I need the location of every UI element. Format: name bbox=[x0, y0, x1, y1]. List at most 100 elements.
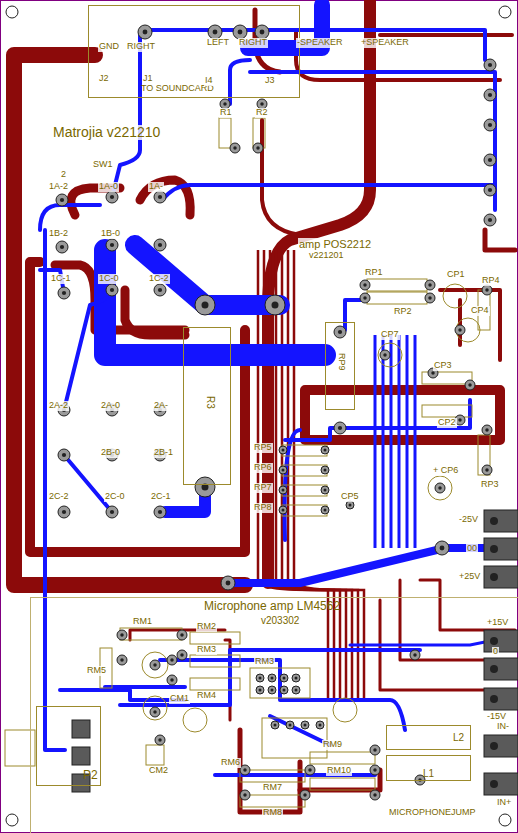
pad bbox=[360, 280, 370, 290]
pin-name: GND bbox=[98, 42, 120, 52]
pad bbox=[465, 380, 475, 390]
pad bbox=[240, 790, 250, 800]
pad bbox=[154, 404, 166, 416]
part-name: 1A- bbox=[148, 182, 164, 192]
pad bbox=[195, 295, 215, 315]
pad bbox=[154, 449, 166, 461]
pad bbox=[321, 506, 329, 514]
pad bbox=[346, 501, 354, 509]
top-traces bbox=[40, 5, 515, 775]
pad bbox=[428, 368, 438, 378]
pad bbox=[167, 675, 177, 685]
part-name: CP5 bbox=[340, 492, 360, 502]
pad bbox=[455, 325, 465, 335]
part-name: -25V bbox=[458, 515, 479, 525]
part-name: +25V bbox=[458, 572, 481, 582]
pad bbox=[279, 466, 287, 474]
pad bbox=[482, 465, 492, 475]
pad bbox=[255, 25, 269, 39]
pad bbox=[360, 293, 370, 303]
pad bbox=[220, 99, 230, 109]
part-name: 2B-0 bbox=[100, 448, 121, 458]
part-name: +15V bbox=[486, 618, 509, 628]
part-name: RM5 bbox=[86, 666, 107, 676]
part-name: SW1 bbox=[92, 160, 114, 170]
part-name: IN+ bbox=[496, 798, 512, 808]
pad bbox=[286, 721, 294, 729]
part-name: R3 bbox=[205, 396, 216, 409]
pad bbox=[230, 143, 240, 153]
pad bbox=[106, 449, 118, 461]
part-name: RM3 bbox=[196, 645, 217, 655]
part-name: RM4 bbox=[196, 691, 217, 701]
part-name: RP3 bbox=[480, 480, 500, 490]
pad bbox=[484, 119, 496, 131]
pad bbox=[301, 721, 309, 729]
part-name: RP7 bbox=[253, 483, 273, 493]
pad bbox=[257, 99, 267, 109]
pad bbox=[221, 576, 235, 590]
pad bbox=[484, 154, 496, 166]
part-name: RP5 bbox=[253, 443, 273, 453]
pad bbox=[435, 541, 449, 555]
inductor-outline: L2 bbox=[386, 725, 471, 750]
part-name: 1C-2 bbox=[148, 274, 170, 284]
mounting-holes bbox=[6, 6, 511, 826]
pad bbox=[321, 466, 329, 474]
part-name: RM1 bbox=[132, 617, 153, 627]
part-name: + CP6 bbox=[432, 466, 459, 476]
pad bbox=[177, 630, 187, 640]
part-name: TO SOUNDCARD bbox=[141, 84, 214, 94]
pad bbox=[208, 25, 222, 39]
part-name: L2 bbox=[453, 732, 464, 743]
terminal-name: -SPEAKER bbox=[296, 38, 344, 48]
part-name: 0 bbox=[492, 647, 499, 657]
terminal bbox=[484, 773, 518, 795]
board-title: Matrojia v221210 bbox=[52, 125, 161, 140]
pad bbox=[484, 89, 496, 101]
pad bbox=[58, 404, 70, 416]
pad bbox=[292, 674, 300, 682]
part-name: 1A-0 bbox=[98, 182, 119, 192]
pad bbox=[316, 721, 324, 729]
pad bbox=[482, 425, 492, 435]
part-name: 00 bbox=[466, 544, 478, 554]
part-name: CP7 bbox=[380, 330, 400, 340]
pad bbox=[484, 184, 496, 196]
pad bbox=[150, 707, 160, 717]
pad bbox=[482, 285, 492, 295]
pad bbox=[370, 765, 380, 775]
terminal bbox=[484, 630, 518, 652]
part-name: 2 bbox=[60, 170, 67, 180]
part-name: RM8 bbox=[262, 808, 283, 818]
pad bbox=[305, 765, 315, 775]
part-name: 1B-0 bbox=[100, 229, 121, 239]
connector-housing: TO SOUNDCARD bbox=[88, 5, 300, 98]
part-name: R1 bbox=[219, 108, 233, 118]
part-name: RP6 bbox=[253, 463, 273, 473]
pad bbox=[58, 506, 70, 518]
pad bbox=[150, 660, 160, 670]
terminal-blocks bbox=[72, 510, 518, 795]
part-name: CP2 bbox=[437, 418, 457, 428]
pad bbox=[56, 241, 68, 253]
pad bbox=[154, 506, 166, 518]
part-name: RM9 bbox=[322, 740, 343, 750]
pad bbox=[425, 280, 435, 290]
pad bbox=[154, 239, 166, 251]
part-name: CP4 bbox=[470, 306, 490, 316]
connector-outline: P2 bbox=[36, 706, 101, 786]
pad bbox=[155, 735, 165, 745]
terminal bbox=[484, 510, 518, 532]
pad bbox=[154, 284, 166, 296]
part-name: IN- bbox=[496, 722, 510, 732]
pads bbox=[56, 25, 496, 800]
part-name: MICROPHONEJUMP bbox=[388, 808, 477, 818]
pad bbox=[106, 284, 118, 296]
pad bbox=[256, 674, 264, 682]
part-name: 2C-1 bbox=[150, 492, 172, 502]
terminal bbox=[484, 688, 518, 710]
part-name: 2C-2 bbox=[48, 492, 70, 502]
